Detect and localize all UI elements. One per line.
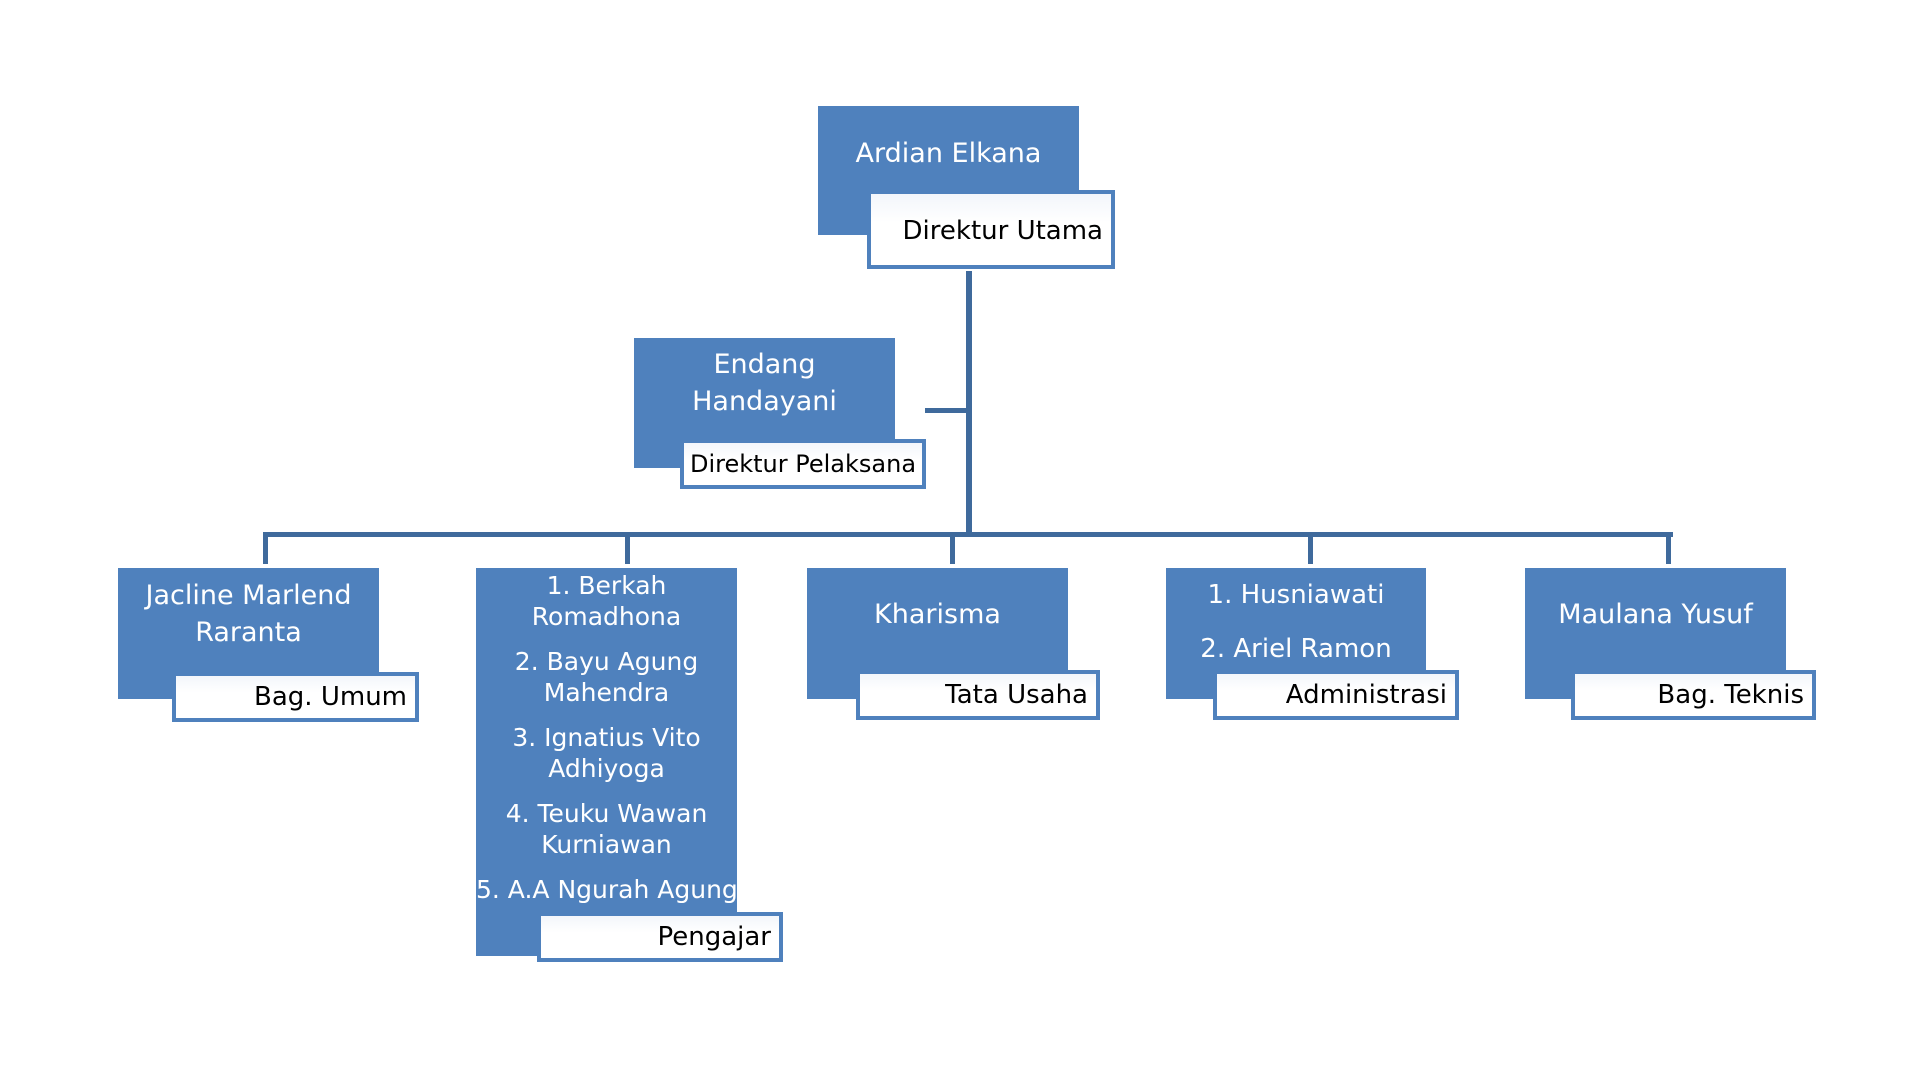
org-node-role: Direktur Pelaksana	[680, 439, 926, 489]
member-item: 3. Ignatius Vito Adhiyoga	[512, 723, 701, 783]
connector-drop	[1666, 532, 1671, 564]
org-node-name: Ardian Elkana	[855, 138, 1042, 169]
org-node-role: Tata Usaha	[856, 670, 1100, 720]
member-item: 1. Husniawati	[1207, 580, 1385, 610]
member-item: 4. Teuku Wawan Kurniawan	[505, 799, 708, 859]
connector-horizontal	[263, 532, 1673, 537]
org-node-pengajar-box: 1. Berkah Romadhona 2. Bayu Agung Mahend…	[476, 568, 737, 956]
connector-drop	[263, 532, 268, 564]
org-node-role: Administrasi	[1213, 670, 1459, 720]
connector-drop	[950, 532, 955, 564]
org-node-role: Bag. Teknis	[1571, 670, 1816, 720]
org-node-name: Maulana Yusuf	[1558, 599, 1753, 630]
org-node-role: Pengajar	[537, 912, 783, 962]
connector-drop	[1308, 532, 1313, 564]
connector-drop	[625, 532, 630, 564]
org-node-role: Bag. Umum	[172, 672, 419, 722]
org-node-name: Jacline Marlend Raranta	[145, 579, 352, 648]
org-node-name: Kharisma	[874, 599, 1001, 630]
connector-assistant	[925, 408, 969, 413]
member-list: 1. Berkah Romadhona 2. Bayu Agung Mahend…	[476, 568, 737, 919]
connector-trunk	[966, 271, 972, 537]
member-item: 1. Berkah Romadhona	[531, 571, 682, 631]
org-node-name: Endang Handayani	[692, 349, 837, 417]
org-node-role: Direktur Utama	[867, 190, 1115, 269]
member-item: 2. Bayu Agung Mahendra	[514, 647, 699, 707]
member-item: 5. A.A Ngurah Agung	[476, 875, 737, 904]
member-item: 2. Ariel Ramon	[1200, 634, 1392, 664]
member-list: 1. Husniawati 2. Ariel Ramon	[1200, 568, 1391, 680]
